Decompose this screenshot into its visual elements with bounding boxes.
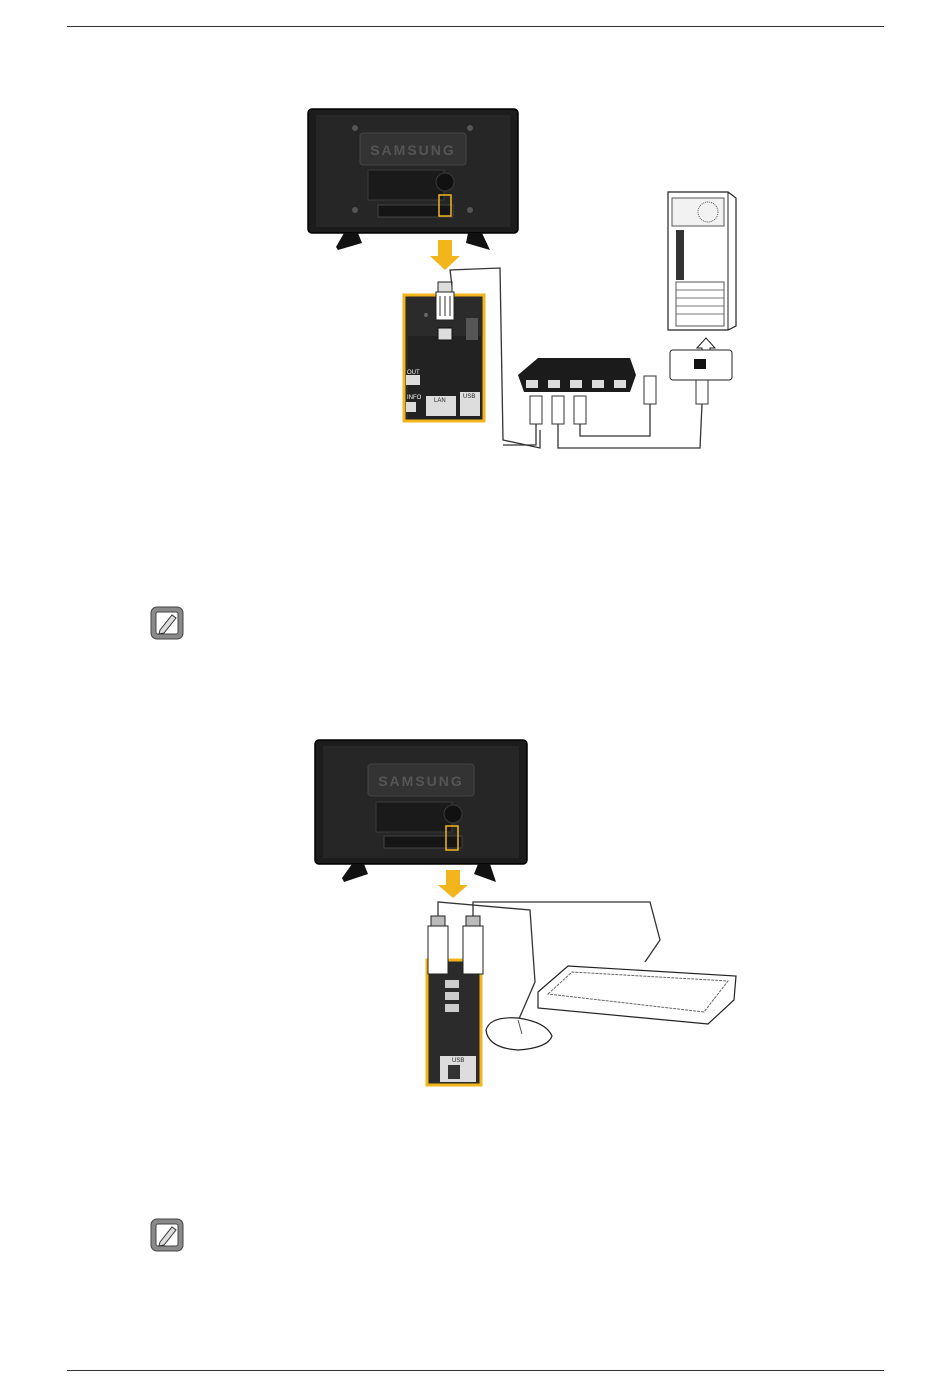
mouse xyxy=(486,1018,552,1050)
header-rule xyxy=(67,26,884,27)
pc-lan-port-callout xyxy=(670,350,732,380)
lan-connection-figure: SAMSUNG OUT INFO LAN USB xyxy=(300,100,750,460)
port-label-usb: USB xyxy=(463,394,475,400)
port-label-info: INFO xyxy=(407,395,422,401)
down-arrow xyxy=(438,870,468,898)
port-label-lan: LAN xyxy=(434,398,446,404)
tv-rear-panel: SAMSUNG xyxy=(315,740,527,882)
note-icon xyxy=(150,606,184,640)
pc-tower xyxy=(668,192,736,330)
usb-connection-figure: SAMSUNG USB xyxy=(300,730,750,1092)
note-icon xyxy=(150,1218,184,1252)
tv-brand-logo: SAMSUNG xyxy=(378,773,464,789)
down-arrow xyxy=(430,240,460,270)
network-hub xyxy=(518,358,636,392)
port-panel-zoom: USB xyxy=(427,960,481,1085)
tv-brand-logo: SAMSUNG xyxy=(370,142,456,158)
port-label-out: OUT xyxy=(407,370,420,376)
port-label-usb: USB xyxy=(452,1058,464,1064)
keyboard xyxy=(538,966,736,1024)
tv-rear-panel: SAMSUNG xyxy=(308,109,518,250)
lan-plug xyxy=(436,282,454,320)
footer-rule xyxy=(67,1370,884,1371)
